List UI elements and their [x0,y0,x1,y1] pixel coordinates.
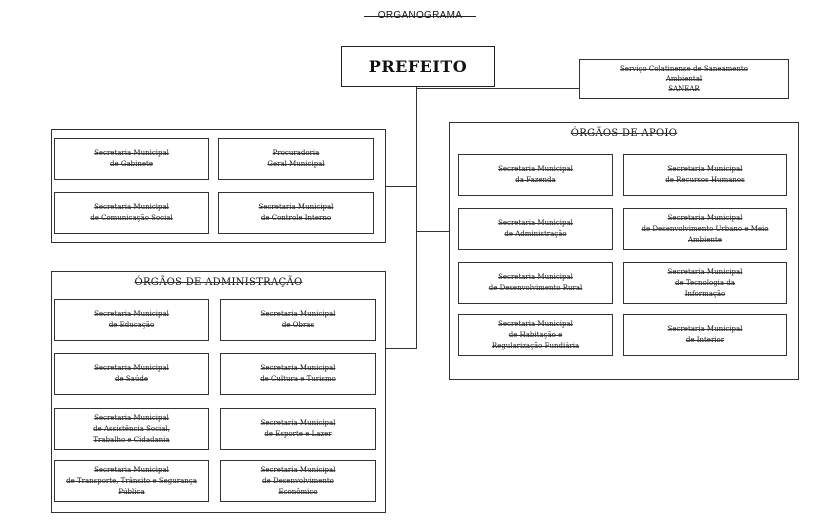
habitacao-box: Secretaria Municipal de Habitação e Regu… [458,314,613,356]
transporte-box-label: Secretaria Municipal de Transporte, Trân… [66,465,197,496]
saneamento-box: Serviço Colatinense de Saneamento Ambien… [579,59,789,99]
fazenda-box-label: Secretaria Municipal da Fazenda [498,165,573,184]
saneamento-label: Serviço Colatinense de Saneamento Ambien… [620,65,748,93]
apoio-group-panel [449,122,799,380]
admin-group-title-text: ÓRGÃOS DE ADMINISTRAÇÃO [134,277,303,288]
saude-box-label: Secretaria Municipal de Saúde [94,364,169,383]
gabinete-box: Secretaria Municipal de Gabinete [54,138,209,180]
procuradoria-box-label: Procuradoria Geral Municipal [267,149,325,168]
obras-box-label: Secretaria Municipal de Obras [260,310,336,329]
comunicacao-box-label: Secretaria Municipal de Comunicação Soci… [90,203,173,222]
desenvolvimento-rural-box-label: Secretaria Municipal de Desenvolvimento … [488,273,583,292]
interior-box: Secretaria Municipal de Interior [623,314,787,356]
assistencia-social-box: Secretaria Municipal de Assistência Soci… [54,408,209,450]
tecnologia-informacao-box-label: Secretaria Municipal de Tecnologia da In… [667,267,743,298]
educacao-box-label: Secretaria Municipal de Educação [94,310,169,329]
mayor-box: PREFEITO [341,46,495,87]
interior-box-label: Secretaria Municipal de Interior [667,325,743,344]
cultura-turismo-box: Secretaria Municipal de Cultura e Turism… [220,353,376,395]
apoio-group-title-text: ÓRGÃOS DE APOIO [570,128,678,139]
comunicacao-box: Secretaria Municipal de Comunicação Soci… [54,192,209,234]
admin-group-title: ÓRGÃOS DE ADMINISTRAÇÃO [51,277,386,288]
tecnologia-informacao-box: Secretaria Municipal de Tecnologia da In… [623,262,787,304]
obras-box: Secretaria Municipal de Obras [220,299,376,341]
desenvolvimento-rural-box: Secretaria Municipal de Desenvolvimento … [458,262,613,304]
controle-interno-box: Secretaria Municipal de Controle Interno [218,192,374,234]
habitacao-box-label: Secretaria Municipal de Habitação e Regu… [491,319,580,350]
recursos-humanos-box: Secretaria Municipal de Recursos Humanos [623,154,787,196]
administracao-box: Secretaria Municipal de Administração [458,208,613,250]
transporte-box: Secretaria Municipal de Transporte, Trân… [54,460,209,502]
administracao-box-label: Secretaria Municipal de Administração [498,219,573,238]
fazenda-box: Secretaria Municipal da Fazenda [458,154,613,196]
cultura-turismo-box-label: Secretaria Municipal de Cultura e Turism… [260,364,336,383]
controle-interno-box-label: Secretaria Municipal de Controle Interno [258,203,334,222]
esporte-lazer-box-label: Secretaria Municipal de Esporte e Lazer [260,419,336,438]
connector-mayor-saneamento [416,88,579,89]
desenvolvimento-economico-box: Secretaria Municipal de Desenvolvimento … [220,460,376,502]
apoio-group-title: ÓRGÃOS DE APOIO [449,128,799,139]
connector-admin [386,348,417,349]
desenvolvimento-urbano-box-label: Secretaria Municipal de Desenvolvimento … [641,213,769,244]
connector-gabinete [386,186,417,187]
recursos-humanos-box-label: Secretaria Municipal de Recursos Humanos [665,165,745,184]
saude-box: Secretaria Municipal de Saúde [54,353,209,395]
procuradoria-box: Procuradoria Geral Municipal [218,138,374,180]
chart-title-text: ORGANOGRAMA [377,10,463,21]
desenvolvimento-urbano-box: Secretaria Municipal de Desenvolvimento … [623,208,787,250]
esporte-lazer-box: Secretaria Municipal de Esporte e Lazer [220,408,376,450]
mayor-label: PREFEITO [368,57,468,76]
assistencia-social-box-label: Secretaria Municipal de Assistência Soci… [93,413,170,444]
educacao-box: Secretaria Municipal de Educação [54,299,209,341]
connector-apoio [416,231,449,232]
connector-mayor-trunk [416,87,417,349]
gabinete-group-panel [51,129,386,243]
admin-group-panel [51,271,386,513]
gabinete-box-label: Secretaria Municipal de Gabinete [94,149,169,168]
desenvolvimento-economico-box-label: Secretaria Municipal de Desenvolvimento … [260,465,336,496]
chart-title: ORGANOGRAMA [330,10,510,21]
